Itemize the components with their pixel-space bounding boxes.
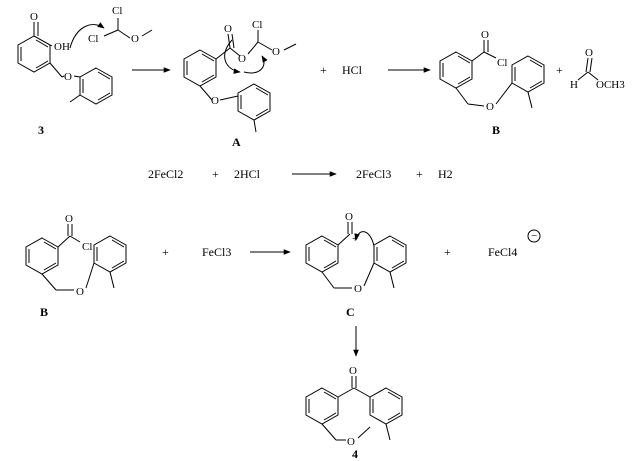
atom-o: O	[481, 29, 489, 41]
dcme-bonds	[103, 18, 153, 39]
label-product-4: 4	[352, 447, 358, 461]
atom-cl-left: Cl	[88, 33, 98, 45]
intermediate-a: O O Cl O O A	[183, 19, 297, 149]
atom-o: O	[585, 47, 593, 59]
reactant-hcl: 2HCl	[234, 167, 261, 181]
label-product-b: B	[492, 123, 500, 137]
atom-ether-o: O	[486, 101, 494, 113]
b-tolyl-ring	[495, 55, 545, 109]
p4-left-ring	[305, 387, 339, 425]
hcl-byproduct: HCl	[342, 63, 363, 77]
atom-ether-o: O	[211, 95, 219, 107]
methyl-formate: O H OCH3	[570, 47, 625, 91]
atom-o-ether: O	[347, 436, 355, 448]
compound-3-tolyl-ring	[69, 67, 113, 105]
plus-sign: +	[320, 63, 327, 77]
fecl4-anion: FeCl4	[488, 245, 517, 259]
b3-acyl-bonds	[41, 224, 81, 291]
c-benzoyl-ring	[305, 235, 339, 273]
atom-cl: Cl	[82, 241, 92, 253]
reagent-fecl3: FeCl3	[202, 245, 231, 259]
atom-o-ester: O	[238, 53, 246, 65]
a-tolyl-ring	[237, 83, 271, 133]
p4-central-ring	[321, 376, 371, 441]
plus-sign: +	[162, 245, 169, 259]
atom-oh: OH	[54, 41, 70, 53]
negative-charge: −	[527, 229, 541, 243]
final-product-4: O O 4	[305, 365, 403, 461]
acylium-cation-c: O + O C	[305, 211, 407, 319]
atom-o-carbonyl: O	[224, 23, 232, 35]
atom-cl: Cl	[497, 57, 507, 69]
curved-arrow-a1	[224, 39, 241, 74]
atom-ether-o: O	[76, 286, 84, 298]
p4-right-ring	[369, 387, 403, 441]
atom-och3: OCH3	[596, 79, 625, 91]
c-acylium-bonds	[321, 222, 353, 289]
atom-h: H	[570, 79, 578, 91]
b-benzoyl-ring	[439, 51, 473, 89]
minus-sign: −	[531, 230, 537, 242]
a-benzoic-ring	[183, 49, 217, 87]
label-compound-3: 3	[38, 123, 44, 137]
curved-arrow-attack	[69, 22, 105, 49]
label-compound-b: B	[40, 305, 48, 319]
plus-charge: +	[352, 233, 358, 245]
plus-sign: +	[212, 167, 219, 181]
compound-3-acid-bonds	[33, 22, 65, 78]
compound-3: O OH O Cl Cl O 3	[17, 5, 153, 137]
atom-o-ketone: O	[349, 365, 357, 377]
plus-sign: +	[416, 167, 423, 181]
atom-o: O	[345, 211, 353, 223]
curved-arrow-a2	[243, 55, 268, 74]
atom-o-methoxy: O	[131, 33, 139, 45]
compound-b-row3: O Cl O B	[25, 213, 127, 319]
atom-o: O	[65, 213, 73, 225]
product-b: O Cl O B	[439, 29, 545, 137]
reactant-fecl2: 2FeCl2	[148, 167, 183, 181]
atom-o: O	[30, 11, 38, 23]
plus-sign: +	[444, 245, 451, 259]
formate-bonds	[577, 57, 599, 81]
b-acyl-bonds	[455, 40, 497, 107]
atom-cl: Cl	[252, 19, 262, 31]
label-intermediate-a: A	[232, 135, 241, 149]
c-tolyl-ring	[363, 235, 407, 289]
compound-3-benzoic-ring	[17, 35, 51, 73]
atom-cl-top: Cl	[112, 5, 122, 17]
atom-o-methoxy: O	[272, 46, 280, 58]
b3-benzoyl-ring	[25, 237, 59, 275]
atom-ether-o: O	[64, 71, 72, 83]
curved-arrow-cyclization	[354, 231, 375, 247]
label-cation-c: C	[346, 305, 355, 319]
plus-sign: +	[556, 63, 563, 77]
atom-ether-o: O	[354, 283, 362, 295]
a-ester-bonds	[199, 30, 297, 101]
product-fecl3: 2FeCl3	[356, 167, 391, 181]
b3-tolyl-ring	[85, 235, 127, 289]
product-h2: H2	[438, 167, 453, 181]
